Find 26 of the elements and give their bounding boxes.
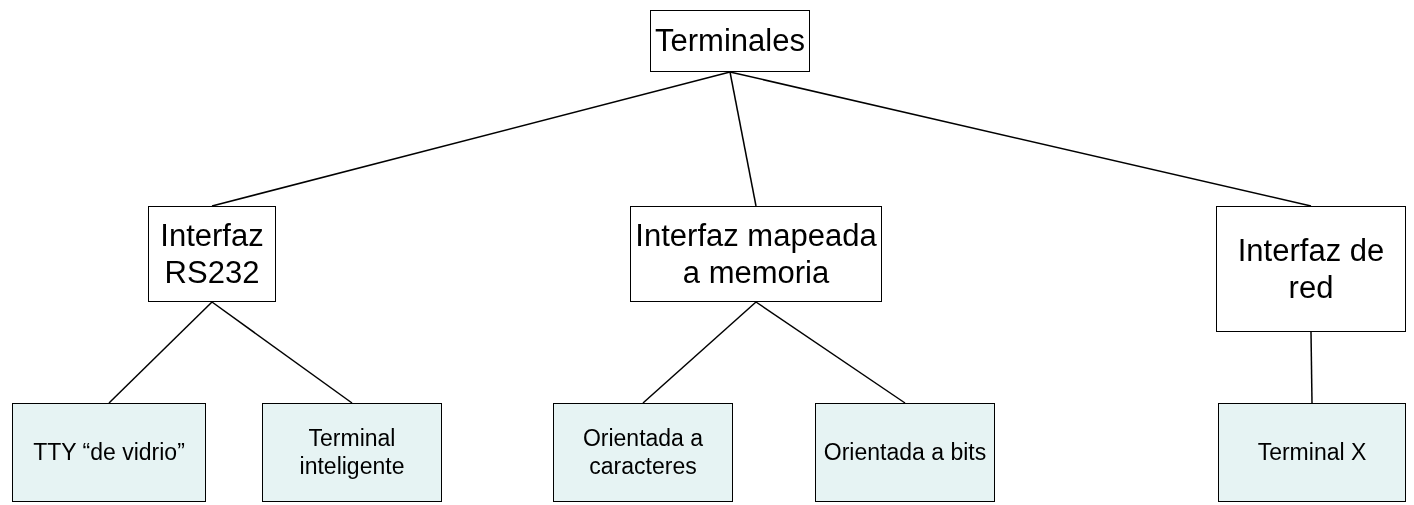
- leaf-box: [262, 403, 442, 502]
- leaf-box: [1218, 403, 1406, 502]
- leaf-box: [12, 403, 206, 502]
- connector-line: [729, 71, 1312, 207]
- leaf-box: [815, 403, 995, 502]
- connector-line: [755, 301, 906, 404]
- node-label: Terminal X: [1257, 438, 1367, 467]
- node-label: TTY “de vidrio”: [33, 438, 185, 467]
- connector-line: [1310, 331, 1313, 404]
- category-box: [148, 206, 276, 302]
- node-label: Terminal inteligente: [298, 424, 406, 481]
- connector-line: [211, 71, 731, 207]
- connector-line: [211, 301, 353, 404]
- connector-line: [108, 301, 213, 404]
- connector-line: [642, 301, 757, 404]
- category-box: [630, 206, 882, 302]
- node-label: Interfaz mapeada a memoria: [635, 216, 877, 292]
- node-label: Orientada a bits: [823, 438, 987, 467]
- node-label: Orientada a caracteres: [581, 424, 705, 481]
- leaf-box: [553, 403, 733, 502]
- category-box: [650, 10, 810, 72]
- node-label: Interfaz RS232: [159, 216, 265, 292]
- node-label: Terminales: [655, 22, 805, 60]
- node-label: Interfaz de red: [1236, 231, 1386, 307]
- connector-line: [729, 71, 757, 207]
- category-box: [1216, 206, 1406, 332]
